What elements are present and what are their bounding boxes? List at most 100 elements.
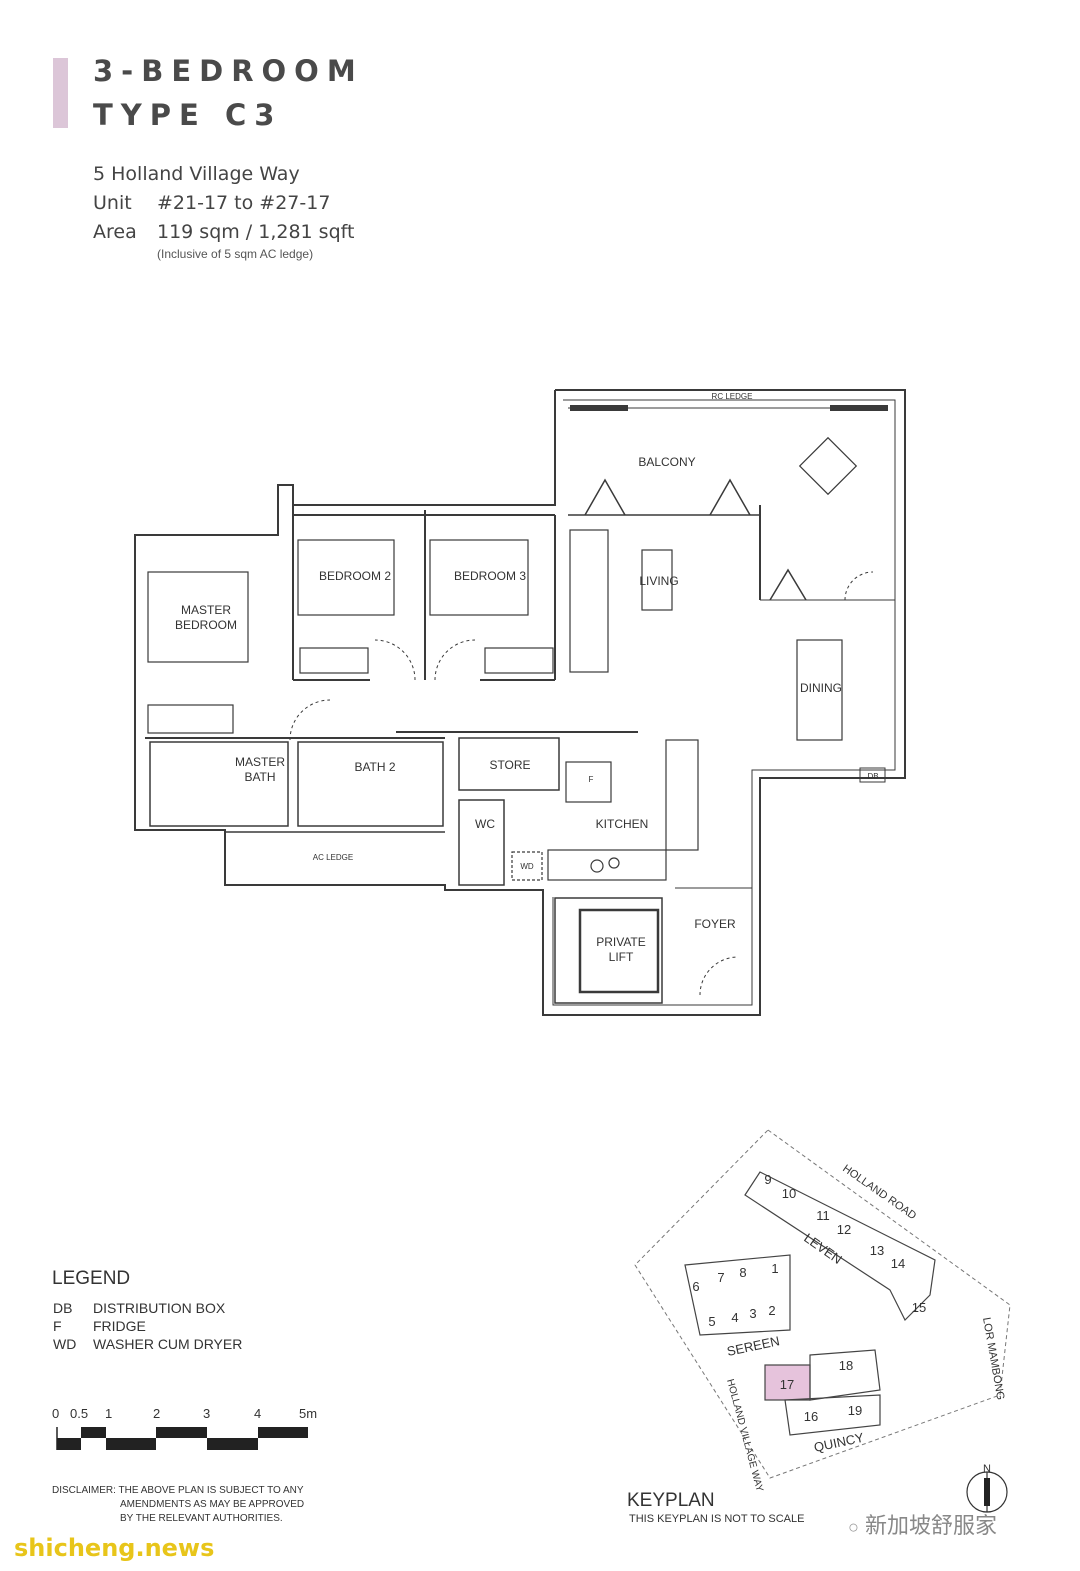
master-bath-label-1: MASTER [235, 755, 285, 769]
wc-room [458, 799, 505, 886]
block-number: 10 [782, 1186, 796, 1201]
watermark-site: shicheng.news [14, 1534, 215, 1562]
road-holland-village-way: HOLLAND VILLAGE WAY [724, 1378, 765, 1493]
sereen-block-outline [684, 1254, 791, 1336]
scale-label: 1 [105, 1406, 113, 1421]
master-wardrobe [147, 704, 234, 734]
coffee-table [641, 549, 673, 611]
bath2-label: BATH 2 [354, 760, 395, 774]
block-17-highlight [764, 1364, 811, 1401]
bedroom2-wardrobe [299, 647, 369, 674]
master-bath-label-2: BATH [244, 770, 275, 784]
north-arrow: N [966, 1463, 1008, 1513]
quincy-block-outline [784, 1394, 881, 1436]
cluster-quincy: QUINCY [813, 1430, 866, 1455]
private-lift-car [578, 908, 660, 994]
wechat-icon: ○ [848, 1517, 859, 1537]
store-label: STORE [489, 758, 530, 772]
bedroom3-wardrobe [484, 647, 554, 674]
north-label: N [983, 1463, 991, 1475]
disclaimer-line3: BY THE RELEVANT AUTHORITIES. [120, 1513, 283, 1524]
scale-label: 5m [299, 1406, 318, 1421]
bedroom3-label: BEDROOM 3 [454, 569, 526, 583]
fridge-box [565, 761, 612, 803]
road-lor-mambong: LOR MAMBONG [980, 1316, 1006, 1401]
keyplan-title: KEYPLAN [627, 1490, 715, 1511]
scale-segment [106, 1438, 156, 1450]
area-value: 119 sqm / 1,281 sqft [157, 221, 355, 243]
road-holland-road: HOLLAND ROAD [840, 1163, 918, 1223]
block-number: 4 [731, 1310, 738, 1325]
scale-segment [81, 1427, 106, 1438]
washer-dryer [511, 851, 543, 881]
block-number: 12 [837, 1222, 851, 1237]
dining-table [796, 639, 843, 741]
legend-item: WD WASHER CUM DRYER [53, 1336, 242, 1352]
fridge-label: F [589, 775, 594, 784]
living-label: LIVING [639, 574, 678, 588]
block-number: 15 [912, 1300, 926, 1315]
sliding-door [570, 405, 628, 411]
block-number: 8 [739, 1265, 746, 1280]
block-number: 9 [764, 1172, 771, 1187]
legend-code: DB [53, 1300, 73, 1316]
watermark-brand: ○ 新加坡舒服家 [848, 1508, 997, 1540]
block-number: 16 [804, 1409, 818, 1424]
block-number: 18 [839, 1358, 853, 1373]
master-bedroom-label-1: MASTER [181, 603, 231, 617]
scale-label: 2 [153, 1406, 161, 1421]
scale-segment [258, 1427, 308, 1438]
db-label: DB [867, 772, 878, 781]
block-number-highlight: 17 [780, 1377, 794, 1392]
dining-label: DINING [800, 681, 842, 695]
watermark-brand-text: 新加坡舒服家 [865, 1513, 998, 1538]
door-swing [699, 956, 739, 996]
area-note: (Inclusive of 5 sqm AC ledge) [157, 247, 314, 261]
block-number: 6 [692, 1279, 699, 1294]
store-room [458, 737, 560, 791]
scale-label: 0 [52, 1406, 60, 1421]
block-number: 7 [717, 1270, 724, 1285]
private-lift-label-2: LIFT [609, 950, 634, 964]
folding-door [769, 568, 807, 601]
private-lift-label-1: PRIVATE [596, 935, 646, 949]
outer-wall [134, 389, 906, 1016]
master-bed [147, 571, 249, 663]
ac-ledge-label: AC LEDGE [313, 853, 353, 862]
scale-label: 0.5 [70, 1406, 89, 1421]
disclaimer: DISCLAIMER: THE ABOVE PLAN IS SUBJECT TO… [52, 1484, 304, 1526]
block-number: 3 [749, 1306, 756, 1321]
door-swing [289, 699, 331, 741]
area-label: Area [93, 221, 137, 243]
folding-door [709, 478, 751, 516]
scale-label: 4 [254, 1406, 262, 1421]
kitchen-counter [665, 739, 699, 851]
leven-block-outline [744, 1171, 936, 1322]
rc-ledge-label: RC LEDGE [712, 392, 753, 401]
disclaimer-line1: DISCLAIMER: THE ABOVE PLAN IS SUBJECT TO… [52, 1485, 304, 1496]
unit-label: Unit [93, 192, 132, 214]
master-bath-room [149, 741, 289, 827]
keyplan-note: THIS KEYPLAN IS NOT TO SCALE [629, 1513, 805, 1525]
hob [590, 859, 604, 873]
cluster-sereen: SEREEN [726, 1333, 781, 1359]
door-swing [374, 639, 416, 681]
block-number: 1 [771, 1261, 778, 1276]
block-number: 2 [768, 1303, 775, 1318]
site-boundary [634, 1129, 1011, 1479]
wd-label: WD [520, 862, 534, 871]
legend-text: FRIDGE [93, 1318, 146, 1334]
sliding-door [830, 405, 888, 411]
legend-code: WD [53, 1336, 77, 1352]
block-number: 11 [816, 1208, 830, 1223]
bath2-room [297, 741, 444, 827]
balcony-label: BALCONY [638, 455, 695, 469]
legend-text: WASHER CUM DRYER [93, 1336, 243, 1352]
master-bedroom-label-2: BEDROOM [175, 618, 237, 632]
distribution-box [859, 767, 886, 783]
